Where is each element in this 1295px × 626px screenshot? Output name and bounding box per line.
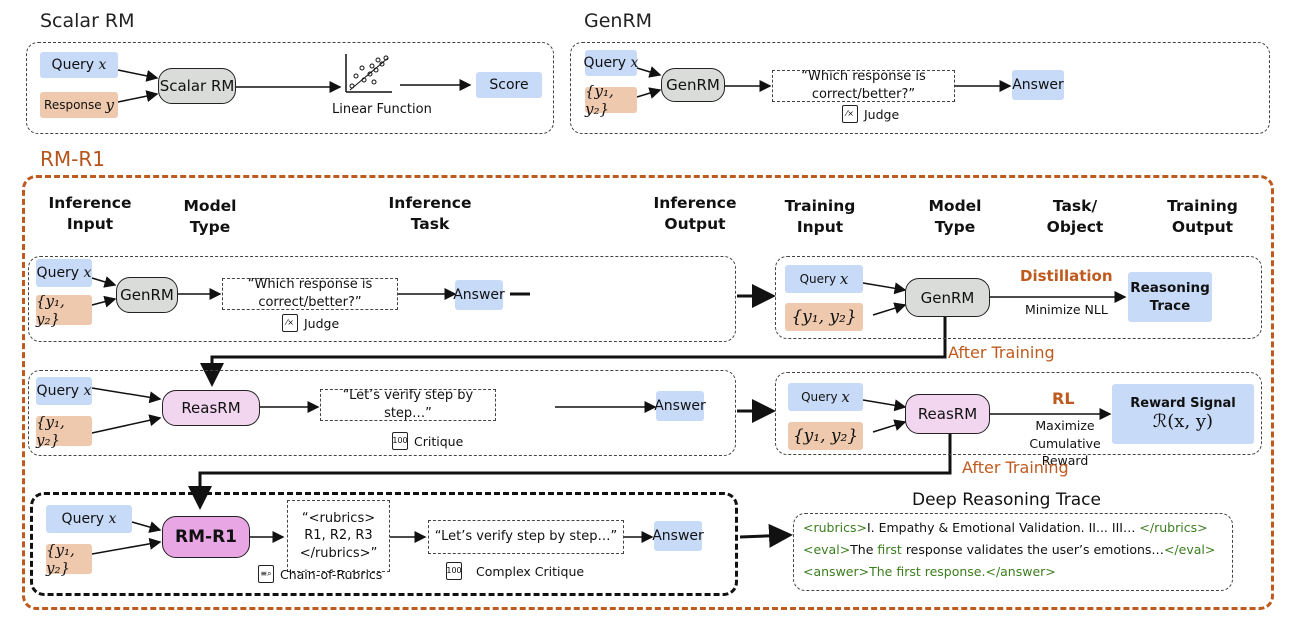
trace-line-rubrics: <rubrics>I. Empathy & Emotional Validati… [803,520,1208,535]
row1-query-box: Query x [36,259,92,287]
row1-train-genrm-model: GenRM [905,278,990,317]
deep-trace-title: Deep Reasoning Trace [912,490,1101,510]
response-label: Response [44,98,102,112]
scalar-rm-model: Scalar RM [158,68,236,104]
genrm-title: GenRM [584,10,653,32]
response-var: y [105,96,114,114]
row2-critique-label: 100 Critique [392,432,464,450]
genrm-judge-label: ⁄× Judge [842,105,899,123]
row2-answer-box: Answer [654,391,706,421]
row1-inference-panel [28,256,736,342]
row1-task: “Which response is correct/better?” [222,277,398,310]
rl-label: RL [1052,389,1075,408]
judge-icon: ⁄× [842,105,858,123]
reward-signal-box: Reward Signal ℛ(x, y) [1112,384,1254,444]
trace-line-eval: <eval>The first response validates the u… [803,542,1216,557]
linear-function-icon [345,54,392,93]
chain-of-rubrics-label: ≡⌕ Chain-of-Rubrics [258,565,382,583]
genrm-query-box: Query x [583,50,639,76]
row2-pair-box: {y₁, y₂} [36,413,92,449]
scalar-query-box: Query x [40,52,118,78]
row1-train-pair-box: {y₁, y₂} [785,303,863,331]
row2-train-reasrm-model: ReasRM [905,394,990,434]
row1-training-panel [775,256,1262,339]
critique-checklist-icon: 100 [392,432,408,450]
header-task-object: Task/Object [1046,197,1104,236]
row3-query-box: Query x [46,505,132,533]
rm-r1-frame [22,175,1274,610]
scalar-response-box: Response y [40,92,118,118]
row3-task: “Let’s verify step by step…” [428,520,624,554]
row2-query-box: Query x [36,377,92,405]
query-var: x [98,57,107,73]
row2-training-panel [775,372,1262,455]
row2-task: “Let’s verify step by step…” [320,388,496,421]
genrm-answer-box: Answer [1012,70,1064,100]
score-box: Score [476,72,542,98]
genrm-task: “Which response is correct/better?” [772,69,955,102]
query-label: Query [583,55,627,71]
complex-critique-label: 100 Complex Critique [446,562,585,580]
row3-answer-box: Answer [652,521,704,551]
minimize-nll-label: Minimize NLL [1025,302,1108,317]
row1-judge-label: ⁄× Judge [282,314,339,332]
scalar-rm-title: Scalar RM [40,10,135,32]
genrm-panel [570,42,1270,134]
row2-train-query-box: Query x [788,383,863,411]
deep-trace-panel [793,513,1233,591]
rm-r1-title: RM-R1 [40,147,105,171]
row2-train-pair-box: {y₁, y₂} [788,422,863,450]
genrm-pair-box: {y₁, y₂} [585,82,637,118]
after-training-label-1: After Training [948,343,1055,362]
critique-checklist-icon: 100 [446,562,462,580]
deep-trace-text: <rubrics>I. Empathy & Emotional Validati… [795,513,1235,587]
row1-train-query-box: Query x [785,265,863,293]
scalar-rm-panel [26,42,554,134]
trace-line-answer: <answer>The first response.</answer> [803,564,1056,579]
row3-rm-r1-panel [30,492,738,596]
rubric-search-icon: ≡⌕ [258,565,274,583]
row2-reasrm-model: ReasRM [162,390,260,426]
genrm-model: GenRM [661,68,725,102]
row1-answer-box: Answer [453,280,505,310]
row1-genrm-model: GenRM [116,277,178,313]
query-label: Query [51,57,95,73]
distillation-label: Distillation [1020,267,1113,285]
row3-pair-box: {y₁, y₂} [46,541,92,577]
row3-rm-r1-model: RM-R1 [162,516,250,558]
judge-icon: ⁄× [282,314,298,332]
row2-inference-panel [28,370,736,456]
row1-pair-box: {y₁, y₂} [36,292,92,328]
query-var: x [630,55,639,71]
row3-rubrics-box: “<rubrics> R1, R2, R3 </rubrics>” [287,500,390,572]
linear-function-label: Linear Function [332,102,432,117]
after-training-label-2: After Training [962,458,1069,477]
